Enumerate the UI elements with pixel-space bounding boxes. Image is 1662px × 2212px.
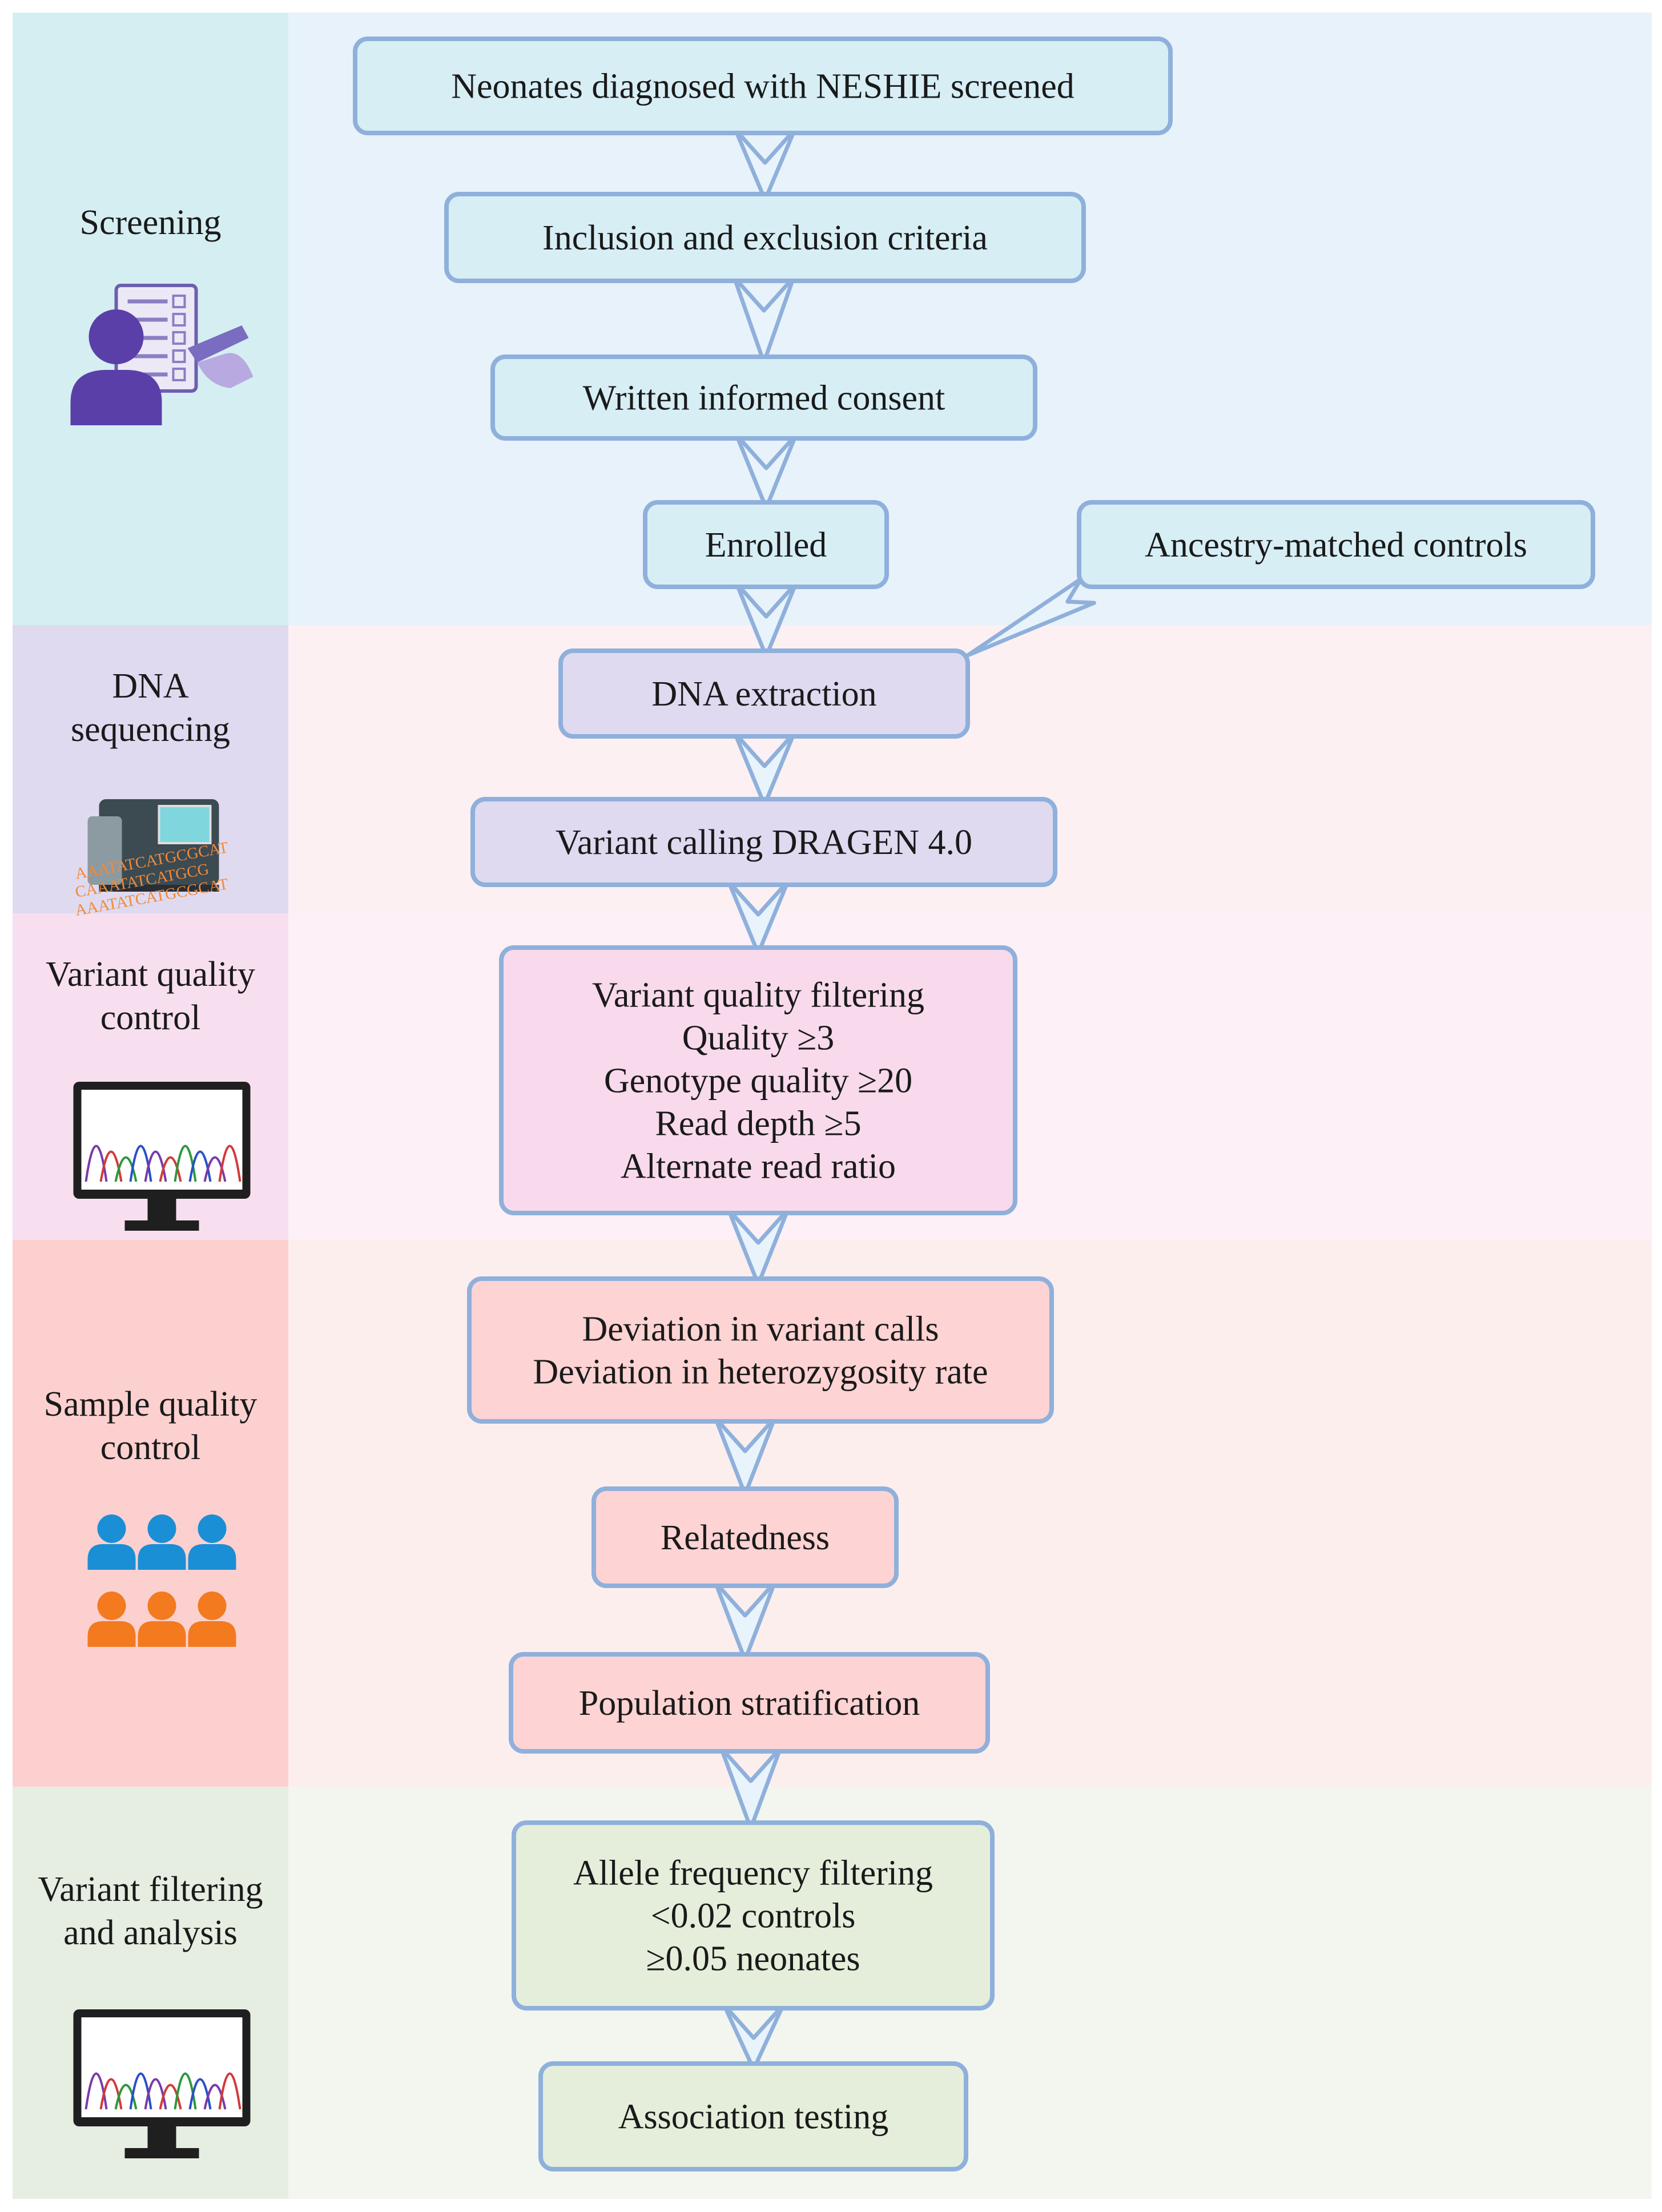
section-label-screening: Screening bbox=[80, 203, 222, 242]
box-label-line: Genotype quality ≥20 bbox=[604, 1062, 912, 1101]
chromatogram-monitor-icon bbox=[73, 2009, 251, 2158]
box-shape-neonates bbox=[353, 37, 1173, 135]
section-label-line: Screening bbox=[80, 203, 222, 242]
flow-boxes: Neonates diagnosed with NESHIE screenedI… bbox=[353, 37, 1595, 2171]
people-groups-icon bbox=[87, 1514, 236, 1647]
box-label-line: Variant calling DRAGEN 4.0 bbox=[556, 823, 972, 862]
box-label-line: Inclusion and exclusion criteria bbox=[542, 219, 988, 257]
box-label-criteria: Inclusion and exclusion criteria bbox=[542, 219, 988, 257]
box-label-line: Relatedness bbox=[661, 1518, 830, 1557]
box-association: Association testing bbox=[538, 2061, 968, 2171]
box-allele: Allele frequency filtering <0.02 controls… bbox=[512, 1820, 995, 2010]
box-shape-association bbox=[538, 2061, 968, 2171]
box-label-neonates: Neonates diagnosed with NESHIE screened bbox=[451, 67, 1075, 106]
box-shape-allele bbox=[512, 1820, 995, 2010]
section-label-line: Variant quality bbox=[46, 955, 255, 994]
box-calling: Variant calling DRAGEN 4.0 bbox=[470, 797, 1057, 887]
box-shape-enrolled bbox=[643, 500, 889, 589]
section-label-line: Sample quality bbox=[44, 1385, 257, 1424]
box-label-population: Population stratification bbox=[579, 1684, 920, 1723]
box-label-line: Association testing bbox=[618, 2098, 889, 2137]
box-label-enrolled: Enrolled bbox=[705, 526, 827, 565]
box-label-line: Read depth ≥5 bbox=[655, 1105, 861, 1143]
box-criteria: Inclusion and exclusion criteria bbox=[444, 192, 1086, 283]
section-label-line: sequencing bbox=[71, 710, 230, 749]
section-label-line: control bbox=[100, 1428, 201, 1467]
box-shape-deviation bbox=[467, 1276, 1054, 1424]
clipboard-user-icon bbox=[70, 284, 253, 425]
box-label-line: Neonates diagnosed with NESHIE screened bbox=[451, 67, 1075, 106]
box-extraction: DNA extraction bbox=[558, 648, 970, 739]
section-side-band-sqc bbox=[13, 1240, 288, 1787]
box-label-association: Association testing bbox=[618, 2098, 889, 2137]
box-label-line: Written informed consent bbox=[583, 379, 945, 418]
box-label-allele: Allele frequency filtering <0.02 controls… bbox=[573, 1854, 933, 1979]
box-shape-criteria bbox=[444, 192, 1086, 283]
box-label-calling: Variant calling DRAGEN 4.0 bbox=[556, 823, 972, 862]
section-label-vfa: Variant filtering and analysis bbox=[38, 1870, 263, 1952]
box-label-extraction: DNA extraction bbox=[651, 675, 876, 714]
box-label-line: Quality ≥3 bbox=[682, 1019, 835, 1058]
box-shape-consent bbox=[490, 354, 1037, 441]
box-label-line: Variant quality filtering bbox=[592, 976, 924, 1015]
box-label-relatedness: Relatedness bbox=[661, 1518, 830, 1557]
box-label-line: Enrolled bbox=[705, 526, 827, 565]
section-label-line: control bbox=[100, 998, 201, 1037]
box-shape-controls bbox=[1077, 500, 1595, 589]
section-label-vqc: Variant quality control bbox=[46, 955, 255, 1037]
section-label-dna: DNA sequencing bbox=[71, 667, 230, 749]
section-label-line: and analysis bbox=[63, 1913, 238, 1952]
box-population: Population stratification bbox=[509, 1652, 990, 1754]
arrow-controls-to-extraction bbox=[965, 577, 1096, 658]
box-label-line: Alternate read ratio bbox=[621, 1147, 896, 1186]
box-shape-extraction bbox=[558, 648, 970, 739]
box-label-line: <0.02 controls bbox=[651, 1897, 856, 1936]
box-label-line: Deviation in heterozygosity rate bbox=[533, 1353, 988, 1392]
box-shape-calling bbox=[470, 797, 1057, 887]
box-label-line: Population stratification bbox=[579, 1684, 920, 1723]
box-shape-population bbox=[509, 1652, 990, 1754]
box-label-line: Ancestry-matched controls bbox=[1145, 526, 1527, 565]
chromatogram-monitor-icon bbox=[73, 1082, 251, 1231]
box-neonates: Neonates diagnosed with NESHIE screened bbox=[353, 37, 1173, 135]
section-label-sqc: Sample quality control bbox=[44, 1385, 257, 1467]
box-consent: Written informed consent bbox=[490, 354, 1037, 441]
box-enrolled: Enrolled bbox=[643, 500, 889, 589]
section-label-line: DNA bbox=[112, 667, 189, 706]
box-label-line: Deviation in variant calls bbox=[582, 1310, 939, 1349]
section-label-line: Variant filtering bbox=[38, 1870, 263, 1909]
box-label-line: ≥0.05 neonates bbox=[646, 1940, 860, 1979]
box-label-controls: Ancestry-matched controls bbox=[1145, 526, 1527, 565]
box-shape-vqfilter bbox=[499, 945, 1017, 1215]
box-relatedness: Relatedness bbox=[591, 1486, 899, 1588]
box-controls: Ancestry-matched controls bbox=[1077, 500, 1595, 589]
box-label-line: Allele frequency filtering bbox=[573, 1854, 933, 1893]
box-label-consent: Written informed consent bbox=[583, 379, 945, 418]
box-shape-relatedness bbox=[591, 1486, 899, 1588]
box-label-line: DNA extraction bbox=[651, 675, 876, 714]
